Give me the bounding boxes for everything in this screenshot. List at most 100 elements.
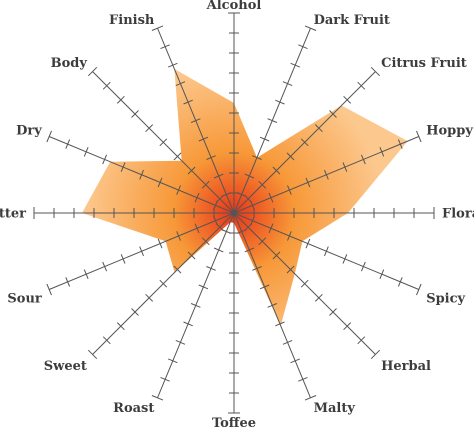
- tick-dry-8: [83, 147, 89, 157]
- tick-finish-7: [175, 81, 186, 87]
- tick-sour-10: [46, 283, 52, 296]
- tick-body-2: [201, 180, 210, 189]
- tick-body-7: [131, 110, 139, 118]
- tick-spicy-6: [342, 254, 348, 264]
- tick-malty-9: [298, 376, 308, 382]
- tick-citrus-fruit-7: [329, 110, 337, 118]
- tick-malty-7: [282, 339, 293, 345]
- tick-malty-2: [244, 247, 255, 253]
- tick-body-8: [116, 95, 125, 104]
- tick-spicy-2: [268, 223, 274, 234]
- tick-roast-3: [206, 266, 216, 271]
- tick-herbal-3: [272, 251, 281, 260]
- axis-label-hoppy: Hoppy: [426, 124, 473, 139]
- tick-finish-9: [160, 44, 170, 50]
- tick-sour-7: [102, 261, 108, 272]
- tick-roast-9: [160, 376, 170, 382]
- tick-dark-fruit-3: [252, 155, 262, 160]
- tick-malty-3: [252, 266, 262, 271]
- tick-spicy-7: [360, 261, 366, 272]
- data-shape-series-0: [82, 68, 408, 326]
- tick-sweet-6: [145, 293, 154, 302]
- axis-label-malty: Malty: [314, 401, 356, 416]
- tick-dark-fruit-5: [267, 118, 278, 123]
- tick-herbal-5: [300, 279, 309, 288]
- tick-malty-8: [290, 358, 300, 364]
- tick-sour-4: [157, 238, 163, 249]
- tick-sour-6: [120, 254, 126, 264]
- tick-finish-4: [198, 136, 209, 142]
- tick-citrus-fruit-8: [343, 95, 352, 104]
- tick-dark-fruit-7: [282, 81, 293, 87]
- tick-roast-5: [190, 303, 201, 308]
- tick-hoppy-2: [268, 192, 274, 203]
- tick-herbal-7: [329, 308, 337, 316]
- axis-label-dark-fruit: Dark Fruit: [314, 13, 390, 28]
- tick-dry-10: [46, 130, 52, 143]
- tick-herbal-2: [258, 237, 267, 246]
- tick-roast-4: [198, 284, 209, 290]
- tick-hoppy-9: [397, 139, 403, 149]
- tick-sweet-8: [116, 322, 125, 331]
- tick-finish-8: [168, 62, 178, 68]
- tick-dry-5: [139, 169, 144, 180]
- tick-body-5: [159, 138, 168, 147]
- tick-sour-3: [176, 231, 181, 241]
- axis-label-spicy: Spicy: [426, 291, 465, 306]
- axis-label-floral: Floral: [442, 207, 474, 222]
- axis-label-bitter: Bitter: [0, 207, 26, 222]
- tick-sweet-5: [159, 279, 168, 288]
- tick-dark-fruit-10: [304, 25, 317, 31]
- tick-dark-fruit-2: [244, 173, 255, 179]
- tick-herbal-9: [357, 336, 366, 345]
- axis-label-finish: Finish: [109, 13, 155, 28]
- tick-malty-10: [304, 395, 317, 401]
- tick-finish-2: [213, 173, 224, 179]
- tick-sweet-2: [201, 237, 210, 246]
- tick-finish-5: [190, 118, 201, 123]
- tick-hoppy-5: [324, 169, 329, 180]
- tick-hoppy-3: [287, 185, 292, 195]
- tick-citrus-fruit-5: [300, 138, 309, 147]
- tick-hoppy-8: [379, 147, 385, 157]
- data-shape-layer: [82, 68, 408, 326]
- tick-sweet-10: [87, 349, 98, 360]
- tick-spicy-9: [397, 277, 403, 287]
- tick-dry-3: [176, 185, 181, 195]
- tick-hoppy-6: [342, 162, 348, 172]
- axis-label-roast: Roast: [113, 401, 154, 416]
- axis-label-body: Body: [51, 56, 88, 71]
- tick-herbal-4: [286, 265, 295, 274]
- axis-label-toffee: Toffee: [212, 416, 256, 429]
- tick-citrus-fruit-3: [272, 166, 281, 175]
- axis-label-dry: Dry: [16, 124, 42, 139]
- tick-sour-2: [194, 223, 200, 234]
- axis-label-alcohol: Alcohol: [206, 0, 262, 13]
- tick-herbal-6: [314, 293, 323, 302]
- tick-dry-6: [120, 162, 126, 172]
- axis-label-herbal: Herbal: [381, 359, 431, 374]
- tick-spicy-8: [379, 269, 385, 279]
- tick-sweet-3: [187, 251, 196, 260]
- tick-roast-2: [213, 247, 224, 253]
- tick-dry-4: [157, 177, 163, 188]
- tick-dry-2: [194, 192, 200, 203]
- tick-dry-9: [65, 139, 71, 149]
- tick-finish-3: [206, 155, 216, 160]
- tick-finish-10: [151, 25, 164, 31]
- tick-spicy-3: [287, 231, 292, 241]
- tick-roast-6: [183, 321, 193, 327]
- tick-citrus-fruit-6: [314, 124, 323, 133]
- tick-dark-fruit-4: [259, 136, 270, 142]
- tick-roast-10: [151, 395, 164, 401]
- tick-hoppy-10: [416, 130, 422, 143]
- tick-malty-6: [275, 321, 285, 327]
- tick-malty-4: [259, 284, 270, 290]
- axis-label-sour: Sour: [7, 291, 42, 306]
- tick-finish-6: [183, 99, 193, 105]
- tick-herbal-10: [370, 349, 381, 360]
- tick-herbal-8: [343, 322, 352, 331]
